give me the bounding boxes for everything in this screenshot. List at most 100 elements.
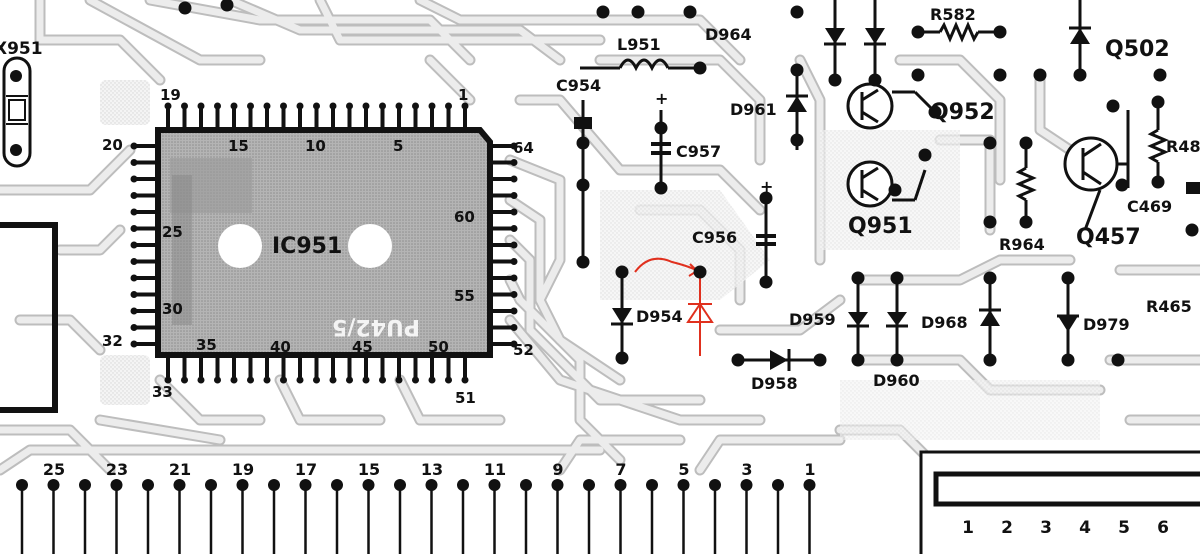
- ic-pin-pad: [362, 376, 370, 384]
- trace: [0, 146, 134, 194]
- solder-pad: [615, 265, 629, 279]
- d960-diode: [886, 280, 908, 360]
- header-pin-pad: [331, 479, 343, 491]
- header-pin-pad: [740, 479, 753, 491]
- d958-label: D958: [751, 374, 798, 393]
- header-pin-pad: [362, 479, 375, 491]
- ic-pin-bottom: [298, 355, 302, 377]
- trace: [316, 0, 604, 44]
- q951-transistor: [846, 160, 927, 208]
- trace: [426, 56, 474, 104]
- trace: [506, 156, 564, 304]
- trace: [154, 374, 266, 426]
- trace: [96, 416, 224, 444]
- solder-pad: [1106, 99, 1120, 113]
- ic-pin-pad: [296, 376, 304, 384]
- solder-pad: [983, 271, 997, 285]
- header-pin-pad: [583, 479, 595, 491]
- header-pin-number: 11: [484, 460, 506, 479]
- header-pin-pad: [488, 479, 501, 491]
- ic-pin-pad: [181, 376, 188, 384]
- ic-pin-right: [490, 342, 512, 346]
- ic-pin-pad: [130, 291, 138, 298]
- r582-label: R582: [930, 5, 976, 24]
- solder-pad: [1073, 68, 1087, 82]
- ic-pin-right: [490, 259, 512, 264]
- d979-diode: [1057, 280, 1079, 360]
- ic-pin-pad: [230, 102, 238, 110]
- ic-pin-pad: [346, 376, 353, 384]
- ic-pin-right: [490, 160, 512, 165]
- pin-number: 25: [162, 223, 183, 241]
- pin-number: 20: [102, 136, 123, 154]
- solder-pad: [1185, 223, 1199, 237]
- solder-pad: [693, 61, 707, 75]
- solder-pad: [1061, 271, 1075, 285]
- ic-pin-bottom: [182, 355, 187, 377]
- solder-pad: [1111, 353, 1125, 367]
- d958-diode: [738, 349, 820, 371]
- ic-pin-pad: [510, 208, 518, 216]
- r964-resistor: [1015, 145, 1037, 222]
- ic-pin-bottom: [199, 355, 203, 377]
- connector-pin-number: 2: [1001, 518, 1013, 538]
- ic-pin-top: [281, 108, 286, 130]
- ic-pin-left: [136, 259, 158, 264]
- ic-pin-pad: [280, 102, 287, 110]
- r582-resistor: [918, 21, 998, 43]
- solder-pad: [654, 121, 668, 135]
- ic-pin-bottom: [397, 355, 401, 377]
- pin-number: 33: [152, 383, 173, 401]
- ic-pin-top: [232, 108, 236, 130]
- red-annotation: [634, 257, 714, 356]
- trace: [1036, 76, 1074, 154]
- solder-pad: [1151, 175, 1165, 189]
- ic-pin-pad: [510, 307, 518, 315]
- solder-pad: [576, 136, 590, 150]
- trace: [516, 96, 764, 214]
- ic-pin-right: [490, 292, 512, 297]
- ic-pin-bottom: [347, 355, 352, 377]
- c956-capacitor: [756, 198, 776, 280]
- ic-pin-bottom: [463, 355, 467, 377]
- pin-number: 60: [454, 208, 475, 226]
- solder-pad: [983, 215, 997, 229]
- ic-pin-left: [136, 276, 158, 280]
- ic-pin-bottom: [166, 355, 170, 377]
- ic-pin-top: [314, 108, 319, 130]
- ic-pin-pad: [130, 340, 138, 348]
- pin-number: 64: [513, 139, 534, 157]
- ic951-pin-numbers: 19 15 10 5 1 64 60 55 52 33 35 40 45 50 …: [102, 86, 534, 407]
- ic-pin-left: [136, 292, 158, 297]
- ic-pin-pad: [445, 102, 452, 110]
- ic-pin-pad: [130, 142, 138, 150]
- solder-pad: [890, 271, 904, 285]
- ic-pin-right: [490, 177, 512, 181]
- ic-pin-pad: [130, 208, 138, 216]
- pin-number: 35: [196, 336, 217, 354]
- ic-pin-pad: [263, 376, 271, 384]
- r964-label: R964: [999, 235, 1045, 254]
- ic-pin-pad: [247, 376, 254, 384]
- ic951-chip: [155, 127, 493, 358]
- solder-pad: [890, 353, 904, 367]
- solder-pad: [888, 183, 902, 197]
- pin-number: 52: [513, 341, 534, 359]
- ic-pin-pad: [130, 159, 138, 166]
- ic-pin-top: [248, 108, 253, 130]
- trace: [226, 0, 564, 64]
- ic-pin-pad: [130, 274, 138, 282]
- ic-pin-pad: [214, 376, 221, 384]
- header-pin-number: 7: [615, 460, 626, 479]
- trace: [56, 226, 124, 254]
- ic-pin-bottom: [248, 355, 253, 377]
- trace: [396, 376, 504, 424]
- header-pin-pad: [394, 479, 406, 491]
- solder-pad: [928, 105, 942, 119]
- ic-pin-bottom: [446, 355, 451, 377]
- ic-pin-right: [490, 193, 512, 198]
- pin-number: 40: [270, 338, 291, 356]
- solder-pad: [615, 351, 629, 365]
- solder-pad: [759, 275, 773, 289]
- ic-pin-pad: [362, 102, 370, 110]
